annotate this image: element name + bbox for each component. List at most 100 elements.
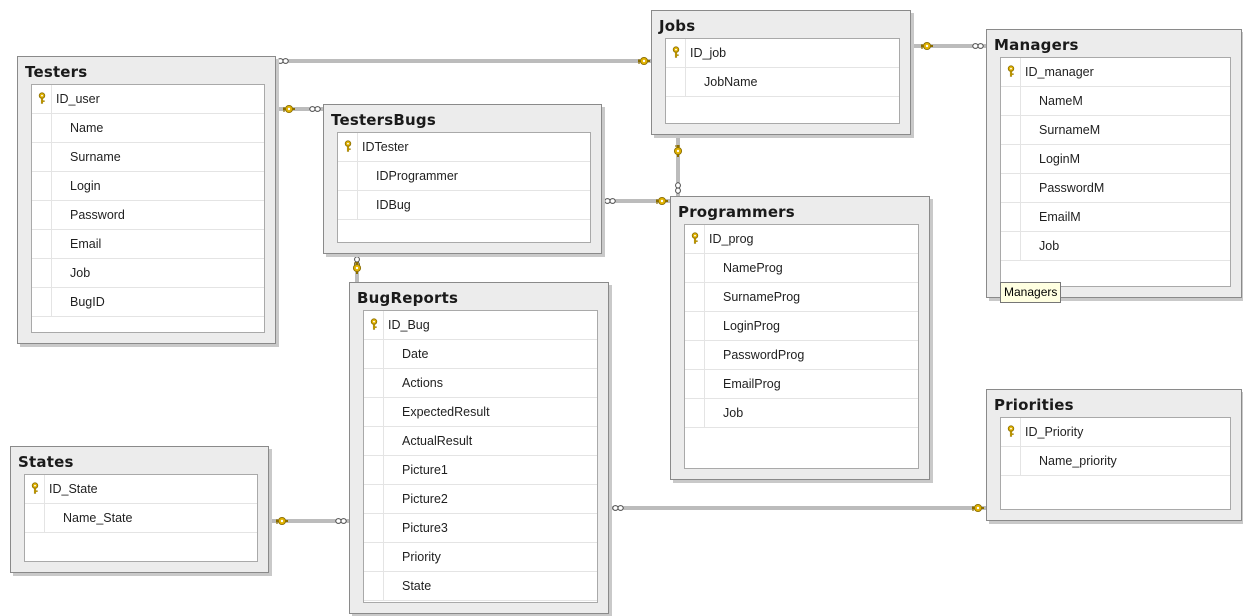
primary-key-row[interactable]: ID_Priority xyxy=(1001,418,1230,447)
column-row[interactable]: ExpectedResult xyxy=(364,398,597,427)
rel-programmers-testersbugs[interactable] xyxy=(602,196,670,206)
column-row[interactable]: Name_priority xyxy=(1001,447,1230,476)
rel-priorities-bugreports[interactable] xyxy=(610,503,986,513)
column-name: ID_job xyxy=(690,46,727,60)
row-selector xyxy=(25,475,45,503)
rel-testers-testersbugs[interactable] xyxy=(277,104,323,114)
primary-key-row[interactable]: ID_State xyxy=(25,475,257,504)
column-row[interactable]: SurnameM xyxy=(1001,116,1230,145)
row-selector xyxy=(32,288,52,316)
key-icon xyxy=(638,56,650,66)
column-name: NameM xyxy=(1039,94,1083,108)
column-row[interactable]: EmailM xyxy=(1001,203,1230,232)
column-name: Actions xyxy=(402,376,443,390)
column-name: PasswordProg xyxy=(723,348,805,362)
key-icon xyxy=(1005,424,1017,440)
column-row[interactable]: ActualResult xyxy=(364,427,597,456)
column-name: Date xyxy=(402,347,429,361)
column-row[interactable]: JobName xyxy=(666,68,899,97)
primary-key-row[interactable]: IDTester xyxy=(338,133,590,162)
column-row[interactable]: Priority xyxy=(364,543,597,572)
table-title: TestersBugs xyxy=(331,111,436,129)
row-selector xyxy=(364,427,384,455)
key-icon xyxy=(1005,64,1017,80)
primary-key-row[interactable]: ID_Bug xyxy=(364,311,597,340)
column-name: SurnameProg xyxy=(723,290,801,304)
row-selector xyxy=(364,514,384,542)
infinity-icon xyxy=(972,43,984,49)
column-row[interactable]: IDBug xyxy=(338,191,590,220)
row-selector xyxy=(364,311,384,339)
infinity-icon xyxy=(335,518,347,524)
column-row[interactable]: Login xyxy=(32,172,264,201)
column-name: LoginM xyxy=(1039,152,1080,166)
rel-bugreports-testersbugs[interactable] xyxy=(352,255,362,282)
column-row[interactable]: PasswordProg xyxy=(685,341,918,370)
column-row[interactable]: BugID xyxy=(32,288,264,317)
row-selector xyxy=(1001,58,1021,86)
column-name: SurnameM xyxy=(1039,123,1101,137)
column-row[interactable]: NameProg xyxy=(685,254,918,283)
column-row[interactable]: Name_State xyxy=(25,504,257,533)
rel-testers-jobs[interactable] xyxy=(277,56,651,66)
key-icon xyxy=(972,503,984,513)
table-title: Programmers xyxy=(678,203,795,221)
tooltip: Managers xyxy=(1000,282,1062,303)
row-selector xyxy=(685,225,705,253)
column-name: IDBug xyxy=(376,198,411,212)
column-name: ID_prog xyxy=(709,232,754,246)
column-row[interactable]: PasswordM xyxy=(1001,174,1230,203)
infinity-icon xyxy=(612,505,624,511)
row-selector xyxy=(685,341,705,369)
column-row[interactable]: Surname xyxy=(32,143,264,172)
key-icon xyxy=(368,317,380,333)
column-row[interactable]: Email xyxy=(32,230,264,259)
row-selector xyxy=(338,133,358,161)
column-row[interactable]: Picture2 xyxy=(364,485,597,514)
primary-key-row[interactable]: ID_manager xyxy=(1001,58,1230,87)
infinity-icon xyxy=(604,198,616,204)
column-row[interactable]: Name xyxy=(32,114,264,143)
column-row[interactable]: Job xyxy=(685,399,918,428)
key-icon xyxy=(283,104,295,114)
row-selector xyxy=(666,68,686,96)
key-icon xyxy=(29,481,41,497)
column-row[interactable]: Picture3 xyxy=(364,514,597,543)
column-row[interactable]: NameM xyxy=(1001,87,1230,116)
column-name: Priority xyxy=(402,550,441,564)
column-row[interactable]: IDProgrammer xyxy=(338,162,590,191)
row-selector xyxy=(685,399,705,427)
primary-key-row[interactable]: ID_job xyxy=(666,39,899,68)
rel-jobs-programmers[interactable] xyxy=(673,136,683,196)
rel-states-bugreports[interactable] xyxy=(270,516,349,526)
column-name: NameProg xyxy=(723,261,783,275)
table-title: Testers xyxy=(25,63,88,81)
column-name: PasswordM xyxy=(1039,181,1105,195)
column-row[interactable]: Picture1 xyxy=(364,456,597,485)
column-row[interactable]: LoginM xyxy=(1001,145,1230,174)
column-row[interactable]: State xyxy=(364,572,597,601)
column-row[interactable]: EmailProg xyxy=(685,370,918,399)
column-row[interactable]: Actions xyxy=(364,369,597,398)
column-row[interactable]: SurnameProg xyxy=(685,283,918,312)
column-row[interactable]: Password xyxy=(32,201,264,230)
primary-key-row[interactable]: ID_prog xyxy=(685,225,918,254)
column-row[interactable]: Date xyxy=(364,340,597,369)
primary-key-row[interactable]: ID_user xyxy=(32,85,264,114)
column-name: LoginProg xyxy=(723,319,780,333)
column-row[interactable]: Job xyxy=(32,259,264,288)
rel-jobs-managers[interactable] xyxy=(912,41,986,51)
column-row[interactable]: LoginProg xyxy=(685,312,918,341)
column-row[interactable]: Job xyxy=(1001,232,1230,261)
